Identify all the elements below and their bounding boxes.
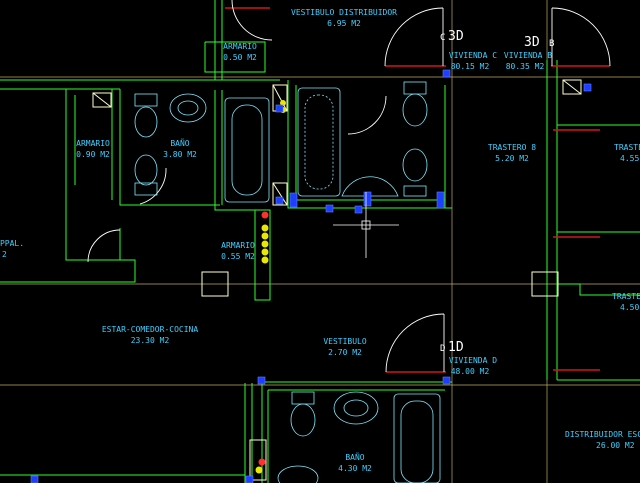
room-name-ppal: PPAL.: [0, 239, 24, 248]
room-name-armario-mid: ARMARIO: [221, 241, 255, 250]
room-name-trastero-right: TRASTE: [614, 143, 640, 152]
selected-elements[interactable]: [255, 100, 286, 474]
room-name-armario-left: ARMARIO: [76, 139, 110, 148]
unit-tag-3db-code: 3D: [524, 35, 540, 50]
room-name-vivienda-d: VIVIENDA D: [449, 356, 497, 365]
room-area-armario-left: 0.90 M2: [76, 150, 110, 159]
crosshair-icon: [333, 192, 399, 258]
unit-tag-3db-suffix: B: [549, 39, 554, 49]
door-swings: [87, 0, 611, 373]
room-area-trastero-right2: 4.50: [620, 303, 639, 312]
room-name-vestibulo-distribuidor: VESTIBULO DISTRIBUIDOR: [291, 8, 397, 17]
room-name-vestibulo: VESTIBULO: [323, 337, 367, 346]
unit-tags: C 3D 3D B D 1D: [440, 29, 554, 355]
room-name-vivienda-b: VIVIENDA B: [504, 51, 552, 60]
room-area-ppal: 2: [2, 250, 7, 259]
room-area-vivienda-c: 80.15 M2: [451, 62, 490, 71]
unit-tag-3d-code: 3D: [448, 29, 464, 44]
room-area-vivienda-b: 80.35 M2: [506, 62, 545, 71]
room-area-estar: 23.30 M2: [131, 336, 170, 345]
room-area-vestibulo: 2.70 M2: [328, 348, 362, 357]
room-area-bano-bottom: 4.30 M2: [338, 464, 372, 473]
room-name-trastero-right2: TRASTER: [612, 292, 640, 301]
room-name-estar: ESTAR-COMEDOR-COCINA: [102, 325, 199, 334]
unit-tag-1d-prefix: D: [440, 344, 445, 354]
room-area-distribuidor-esc: 26.00 M2: [596, 441, 635, 450]
room-name-distribuidor-esc: DISTRIBUIDOR ESC: [565, 430, 640, 439]
grip-handles[interactable]: [30, 69, 592, 483]
room-labels: VESTIBULO DISTRIBUIDOR 6.95 M2 ARMARIO 0…: [0, 8, 640, 473]
room-area-bano-top: 3.80 M2: [163, 150, 197, 159]
room-area-vivienda-d: 48.00 M2: [451, 367, 490, 376]
room-area-armario-mid: 0.55 M2: [221, 252, 255, 261]
room-name-bano-bottom: BAÑO: [345, 452, 364, 462]
unit-tag-1d-code: 1D: [448, 340, 464, 355]
section-lines: [225, 7, 610, 373]
fixtures: [134, 81, 441, 483]
room-area-trastero-right: 4.55: [620, 154, 639, 163]
shafts: [92, 79, 582, 481]
room-area-trastero-8: 5.20 M2: [495, 154, 529, 163]
unit-tag-3d-prefix: C: [440, 33, 445, 43]
room-area-vestibulo-distribuidor: 6.95 M2: [327, 19, 361, 28]
room-name-bano-top: BAÑO: [170, 138, 189, 148]
room-name-armario-top: ARMARIO: [223, 42, 257, 51]
room-area-armario-top: 0.50 M2: [223, 53, 257, 62]
room-name-vivienda-c: VIVIENDA C: [449, 51, 497, 60]
room-name-trastero-8: TRASTERO 8: [488, 143, 536, 152]
